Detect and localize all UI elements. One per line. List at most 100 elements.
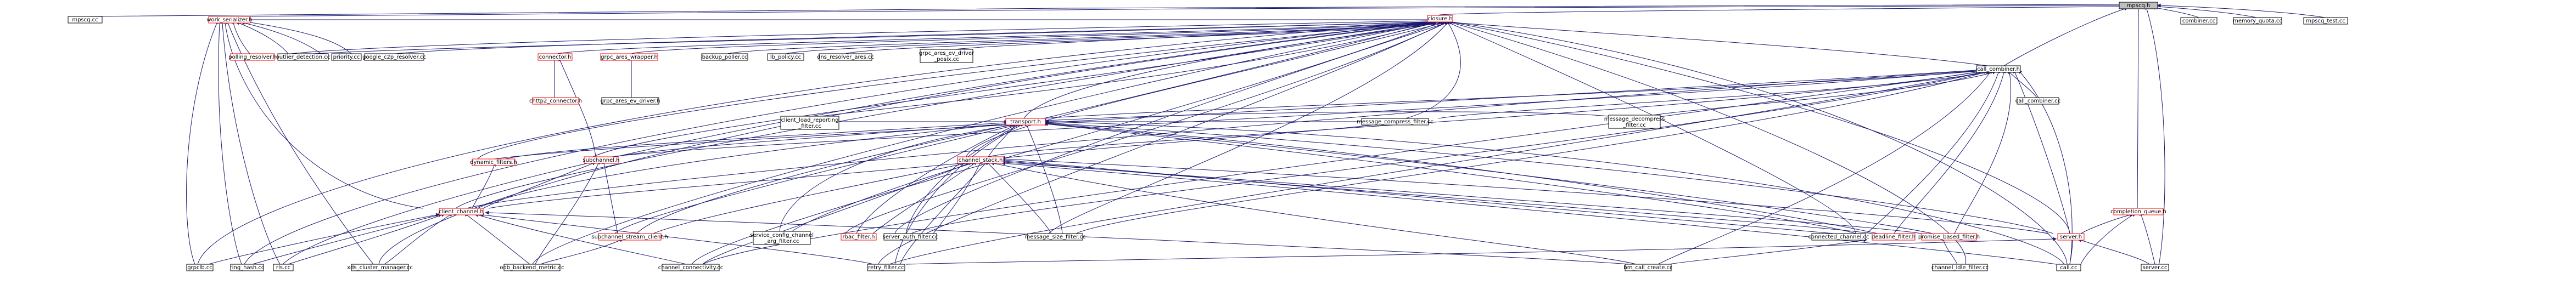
node-channel-stack-h[interactable]: channel_stack.h	[957, 156, 1004, 164]
edge-grpclb-closure	[197, 20, 1432, 265]
edge-grpclb-client_channel	[208, 213, 440, 265]
edge-call_cc-transport	[1045, 120, 2065, 265]
node-client-channel-h[interactable]: client_channel.h	[439, 208, 484, 215]
node-xds-cluster-manager-cc[interactable]: xds_cluster_manager.cc	[347, 264, 413, 271]
edge-outlier_detection-work_serializer	[236, 21, 289, 54]
node-promise-based-filter-h[interactable]: promise_based_filter.h	[1918, 233, 1980, 241]
node-transport-h[interactable]: transport.h	[1005, 118, 1046, 126]
edge-server_auth-transport	[905, 123, 1022, 234]
svg-text:_posix.cc: _posix.cc	[933, 56, 959, 62]
node-backup-poller-cc[interactable]: backup_poller.cc	[701, 53, 748, 61]
node-mpscq-h[interactable]: mpscq.h	[2119, 2, 2158, 9]
node-rls-cc[interactable]: rls.cc	[273, 264, 294, 271]
node-lb-policy-cc[interactable]: lb_policy.cc	[767, 53, 804, 61]
node-subchannel-h[interactable]: subchannel.h	[583, 156, 620, 164]
node-work-serializer-h[interactable]: work_serializer.h	[206, 16, 253, 24]
node-server-h[interactable]: server.h	[2057, 233, 2085, 241]
svg-text:dynamic_filters.h: dynamic_filters.h	[470, 160, 517, 166]
edge-xds_cluster-closure	[378, 21, 1433, 265]
node-deadline-filter-h[interactable]: deadline_filter.h	[1872, 233, 1916, 241]
node-message-compress-filter-cc[interactable]: message_compress_filter.cc	[1357, 118, 1433, 126]
edge-transport-closure	[1023, 21, 1445, 119]
svg-text:call_combiner.h: call_combiner.h	[1977, 66, 2020, 72]
edge-oob_backend-subchannel_stream_client	[540, 238, 624, 265]
edge-connected_channel-channel_stack	[1001, 158, 1834, 234]
node-closure-h[interactable]: closure.h	[1427, 15, 1453, 22]
node-grpclb-cc[interactable]: grpclb.cc	[186, 264, 214, 271]
node-message-size-filter-cc[interactable]: message_size_filter.cc	[1025, 233, 1086, 241]
edge-promise_based-channel_stack	[1001, 160, 1922, 234]
svg-text:client_load_reporting: client_load_reporting	[781, 117, 839, 123]
node-polling-resolver-h[interactable]: polling_resolver.h	[228, 53, 277, 61]
node-server-cc[interactable]: server.cc	[2141, 264, 2169, 271]
node-retry-filter-cc[interactable]: retry_filter.cc	[867, 264, 905, 271]
svg-text:grpc_ares_ev_driver: grpc_ares_ev_driver	[919, 50, 975, 56]
node-grpc-ares-ev-driver-h[interactable]: grpc_ares_ev_driver.h	[601, 97, 660, 105]
node-ring-hash-cc[interactable]: ring_hash.cc	[230, 264, 265, 271]
svg-text:rls.cc: rls.cc	[276, 265, 290, 271]
node-grpc-ares-wrapper-h[interactable]: grpc_ares_wrapper.h	[600, 53, 658, 61]
edge-mpscq_cc-mpscq_h	[85, 2, 2123, 17]
edge-retry_filter-call_combiner	[889, 70, 1989, 265]
node-dynamic-filters-h[interactable]: dynamic_filters.h	[470, 158, 517, 166]
node-message-decompress-filter-cc[interactable]: message_decompress_filter.cc	[1604, 115, 1665, 129]
edge-message_compress-closure	[1405, 20, 1461, 119]
edge-combiner-mpscq_h	[2151, 5, 2199, 18]
node-connector-h[interactable]: connector.h	[537, 53, 573, 61]
node-combiner-cc[interactable]: combiner.cc	[2180, 17, 2217, 25]
node-priority-cc[interactable]: priority.cc	[331, 53, 362, 61]
svg-text:outlier_detection.cc: outlier_detection.cc	[276, 54, 331, 60]
node-server-auth-filter-cc[interactable]: server_auth_filter.cc	[883, 233, 938, 241]
edge-server_cc-completion_queue	[2139, 212, 2155, 265]
node-connected-channel-cc[interactable]: connected_channel.cc	[1808, 233, 1869, 241]
edge-connected_channel-transport	[1042, 122, 1856, 234]
node-oob-backend-metric-cc[interactable]: oob_backend_metric.cc	[500, 264, 564, 271]
edge-message_decompress-call_combiner	[1647, 70, 1997, 117]
edge-message_size-transport	[1025, 122, 1063, 234]
node-mpscq-test-cc[interactable]: mpscq_test.cc	[2303, 17, 2348, 25]
node-rbac-filter-h[interactable]: rbac_filter.h	[841, 233, 877, 241]
node-call-combiner-cc[interactable]: call_combiner.cc	[2015, 97, 2061, 105]
node-dns-resolver-ares-cc[interactable]: dns_resolver_ares.cc	[817, 53, 874, 61]
node-chttp2-connector-h[interactable]: chttp2_connector.h	[529, 97, 582, 105]
edge-deadline-channel_stack	[1001, 159, 1873, 234]
svg-text:polling_resolver.h: polling_resolver.h	[228, 54, 276, 60]
edge-bm_call_create-deadline	[1668, 238, 1868, 265]
node-outlier-detection-cc[interactable]: outlier_detection.cc	[276, 53, 331, 61]
edge-subchannel_stream_client-subchannel	[602, 160, 618, 234]
node-service-config-channel-arg-filter-cc[interactable]: service_config_channel_arg_filter.cc	[750, 231, 814, 245]
node-channel-connectivity-cc[interactable]: channel_connectivity.cc	[658, 264, 724, 271]
node-subchannel-stream-client-h[interactable]: subchannel_stream_client.h	[591, 233, 668, 241]
node-call-cc[interactable]: call.cc	[2056, 264, 2081, 271]
edge-bm_call_create-call_combiner	[1657, 69, 1992, 265]
edge-client_load_reporting-closure	[807, 21, 1437, 119]
edge-retry_filter-channel_stack	[900, 161, 988, 265]
edge-rbac-transport	[856, 123, 1019, 234]
edge-server-channel_stack	[1001, 157, 2048, 234]
node-google-c2p-resolver-cc[interactable]: google_c2p_resolver.cc	[362, 53, 426, 61]
edge-rbac-closure	[845, 21, 1449, 234]
edge-bm_call_create-client_channel	[485, 211, 1631, 265]
svg-text:rbac_filter.h: rbac_filter.h	[843, 234, 875, 240]
svg-text:dns_resolver_ares.cc: dns_resolver_ares.cc	[817, 54, 874, 60]
node-call-combiner-h[interactable]: call_combiner.h	[1976, 65, 2021, 73]
node-client-load-reporting-filter-cc[interactable]: client_load_reporting_filter.cc	[780, 116, 839, 130]
edge-grpc_ares_wrapper-closure	[631, 20, 1436, 54]
edge-server_auth-closure	[894, 21, 1450, 234]
node-completion-queue-h[interactable]: completion_queue.h	[2110, 208, 2166, 215]
node-memory-quota-cc[interactable]: memory_quota.cc	[2233, 17, 2282, 25]
node-grpc-ares-ev-driver-posix-cc[interactable]: grpc_ares_ev_driver_posix.cc	[919, 49, 975, 63]
edge-message_compress-call_combiner	[1438, 70, 1991, 119]
node-mpscq-cc[interactable]: mpscq.cc	[68, 16, 103, 24]
svg-text:message_decompress: message_decompress	[1604, 116, 1665, 122]
edge-service_config-transport	[779, 123, 1017, 233]
edge-grpclb-work_serializer	[186, 20, 219, 265]
node-channel-idle-filter-cc[interactable]: channel_idle_filter.cc	[1931, 264, 1989, 271]
edge-retry_filter-transport	[894, 123, 1024, 265]
edge-polling_resolver-closure	[290, 19, 1431, 54]
edge-server_auth-call_combiner	[911, 70, 1988, 234]
node-bm-call-create-cc[interactable]: bm_call_create.cc	[1623, 264, 1673, 271]
edge-server_auth-channel_stack	[933, 160, 982, 234]
svg-text:call_combiner.cc: call_combiner.cc	[2015, 98, 2061, 104]
svg-text:message_size_filter.cc: message_size_filter.cc	[1025, 234, 1086, 240]
